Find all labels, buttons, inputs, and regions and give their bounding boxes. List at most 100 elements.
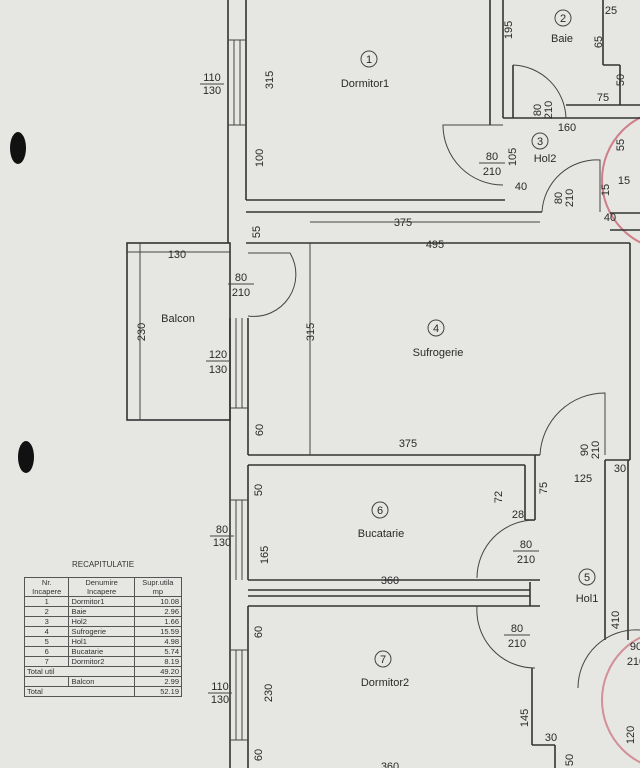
svg-text:50: 50	[564, 754, 576, 766]
cell-area: 10.08	[133, 596, 183, 607]
svg-text:1: 1	[366, 54, 372, 66]
svg-text:110: 110	[203, 72, 221, 84]
cell-nr: 6	[23, 646, 70, 657]
svg-text:130: 130	[209, 364, 227, 376]
svg-text:55: 55	[615, 139, 627, 151]
svg-text:75: 75	[597, 92, 609, 104]
recap-table: RECAPITULATIE Nr. Incapere Denumire Inca…	[23, 560, 183, 697]
cell-name: Sufrogerie	[68, 626, 135, 637]
cell-nr: 7	[23, 656, 70, 667]
svg-text:230: 230	[136, 323, 148, 341]
svg-text:Bucatarie: Bucatarie	[358, 528, 404, 540]
svg-text:360: 360	[381, 761, 399, 768]
svg-text:160: 160	[558, 122, 576, 134]
svg-text:72: 72	[493, 491, 505, 503]
svg-text:495: 495	[426, 239, 444, 251]
cell-name: Dormitor1	[68, 596, 135, 607]
svg-text:360: 360	[381, 575, 399, 587]
table-header: Nr. Incapere Denumire Incapere Supr.util…	[23, 577, 183, 597]
label: Total	[24, 686, 135, 697]
svg-text:130: 130	[203, 85, 221, 97]
svg-text:375: 375	[399, 438, 417, 450]
svg-text:40: 40	[515, 181, 527, 193]
svg-text:315: 315	[264, 71, 276, 89]
svg-text:90: 90	[630, 641, 640, 653]
binder-hole	[10, 132, 26, 164]
svg-text:375: 375	[394, 217, 412, 229]
svg-text:60: 60	[253, 749, 265, 761]
svg-text:210: 210	[627, 656, 640, 668]
svg-text:130: 130	[168, 249, 186, 261]
svg-text:50: 50	[253, 484, 265, 496]
walls	[126, 0, 640, 768]
svg-text:7: 7	[380, 654, 386, 666]
dimension-labels: 315 100 55 375 495 130 230 315 60 375 50…	[136, 5, 637, 768]
svg-text:315: 315	[305, 323, 317, 341]
cell-name: Baie	[68, 606, 135, 617]
header-area: Supr.utila mp	[133, 577, 183, 597]
svg-text:80: 80	[486, 151, 498, 163]
cell-nr: 5	[23, 636, 70, 647]
svg-text:2: 2	[560, 13, 566, 25]
svg-text:Dormitor2: Dormitor2	[361, 677, 409, 689]
svg-text:60: 60	[254, 424, 266, 436]
svg-text:210: 210	[508, 638, 526, 650]
value: 49.20	[133, 666, 183, 677]
cell-name: Hol1	[68, 636, 135, 647]
svg-text:55: 55	[251, 226, 263, 238]
svg-text:410: 410	[610, 611, 622, 629]
svg-text:210: 210	[232, 287, 250, 299]
svg-text:80: 80	[511, 623, 523, 635]
svg-text:50: 50	[615, 74, 627, 86]
label: Balcon	[68, 676, 135, 687]
svg-text:125: 125	[574, 473, 592, 485]
svg-text:195: 195	[503, 21, 515, 39]
svg-text:4: 4	[433, 323, 439, 335]
svg-text:Dormitor1: Dormitor1	[341, 78, 389, 90]
cell-nr: 3	[23, 616, 70, 627]
svg-text:15: 15	[618, 175, 630, 187]
svg-text:Hol2: Hol2	[534, 153, 557, 165]
cell-name: Dormitor2	[68, 656, 135, 667]
svg-text:80: 80	[520, 539, 532, 551]
svg-text:130: 130	[213, 537, 231, 549]
svg-text:210: 210	[517, 554, 535, 566]
svg-text:105: 105	[507, 148, 519, 166]
svg-text:3: 3	[537, 136, 543, 148]
svg-text:230: 230	[263, 684, 275, 702]
cell-name: Hol2	[68, 616, 135, 627]
stamp	[601, 116, 640, 244]
cell-nr: 2	[23, 606, 70, 617]
svg-text:210: 210	[543, 101, 555, 119]
svg-text:5: 5	[584, 572, 590, 584]
header-name: Denumire Incapere	[68, 577, 135, 597]
svg-text:210: 210	[590, 441, 602, 459]
cell-area: 8.19	[133, 656, 183, 667]
svg-text:80: 80	[532, 104, 544, 116]
svg-text:210: 210	[564, 189, 576, 207]
value: 2.99	[133, 676, 183, 687]
svg-text:28: 28	[512, 509, 524, 521]
svg-text:120: 120	[209, 349, 227, 361]
